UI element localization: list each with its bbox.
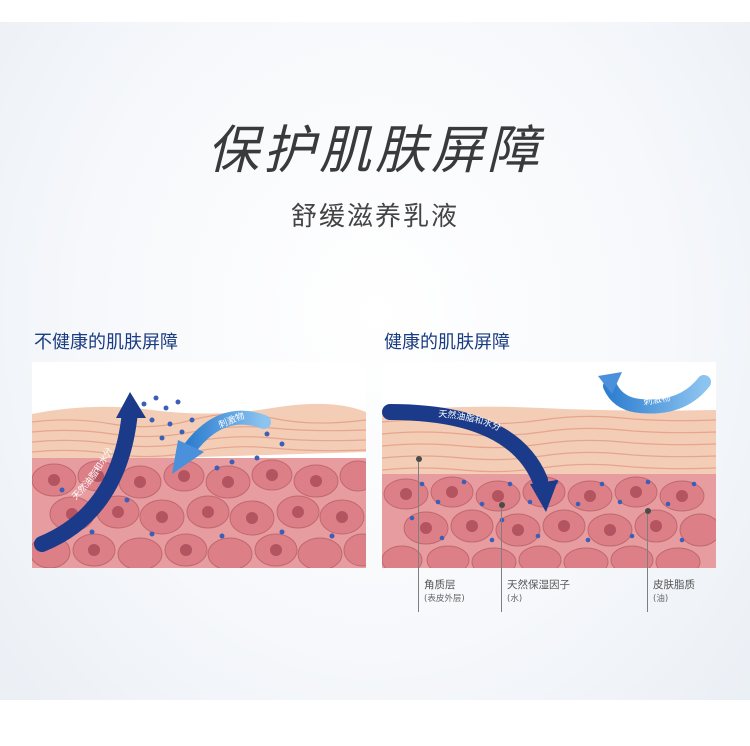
annotation-natural-moisturizing-factor: 天然保湿因子 (水): [507, 578, 570, 606]
annotation-nmf-name: 天然保湿因子: [507, 579, 570, 591]
page-subtitle: 舒缓滋养乳液: [290, 202, 459, 232]
top-band: [0, 0, 750, 22]
annotation-stratum-corneum: 角质层 (表皮外层): [424, 578, 465, 606]
left-panel-label: 不健康的肌肤屏障: [34, 332, 178, 353]
annotation-stratum-name: 角质层: [424, 579, 456, 591]
bottom-band: [0, 700, 750, 746]
annotation-lipid-name: 皮肤脂质: [653, 579, 695, 591]
annotation-line-lipid: [647, 514, 648, 612]
annotation-dot-stratum: [416, 456, 422, 462]
page-title: 保护肌肤屏障: [206, 121, 543, 181]
annotation-line-stratum: [418, 462, 419, 612]
unhealthy-barrier-illustration: 刺激物 天然油脂和水分: [32, 362, 366, 568]
healthy-barrier-illustration: 刺激物 天然油脂和水分: [382, 362, 716, 568]
annotation-skin-lipid: 皮肤脂质 (油): [653, 578, 695, 606]
annotation-nmf-sub: (水): [507, 594, 523, 604]
unhealthy-skin-svg: 刺激物 天然油脂和水分: [32, 392, 366, 568]
annotation-stratum-sub: (表皮外层): [424, 594, 465, 604]
annotation-line-nmf: [501, 508, 502, 612]
healthy-skin-svg: 刺激物 天然油脂和水分: [382, 372, 716, 568]
annotation-dot-nmf: [499, 502, 505, 508]
annotation-lipid-sub: (油): [653, 594, 669, 604]
annotation-dot-lipid: [645, 508, 651, 514]
right-panel-label: 健康的肌肤屏障: [384, 332, 510, 353]
